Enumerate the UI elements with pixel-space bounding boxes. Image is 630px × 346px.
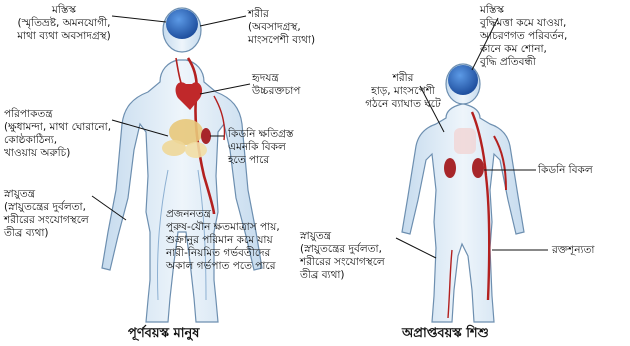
child-caption: অপ্রাপ্তবয়স্ক শিশু	[402, 324, 489, 345]
child-kidney-label: কিডনি বিকল	[538, 164, 628, 177]
adult-kidney	[201, 128, 211, 144]
adult-nerves-label: স্নায়ুতন্ত্র (স্নায়ুতন্ত্রের দুর্বলতা,…	[4, 188, 124, 240]
child-body-label: শরীর হাড়, মাংসপেশী গঠনে ব্যাঘাত ঘটে	[348, 72, 458, 111]
adult-digestive-label: পরিপাকতন্ত্র (ক্ষুধামন্দা, মাথা ঘোরানো, …	[4, 108, 128, 160]
adult-brain	[166, 9, 198, 39]
child-kidney	[444, 158, 456, 178]
adult-brain-label: মস্তিস্ক (স্মৃতিভ্রষ্ট, অমনযোগী, মাথা ব্…	[4, 4, 124, 43]
adult-body-leader	[200, 16, 246, 26]
adult-body-label: শরীর (অবসাদগ্রস্থ, মাংসপেশী ব্যথা)	[248, 8, 368, 47]
child-kidney-2	[472, 158, 484, 178]
adult-heart-label: হৃদযন্ত্র উচ্চরক্তচাপ	[252, 72, 352, 98]
adult-kidney-label: কিডনি ক্ষতিগ্রস্ত এমনকি বিকল হতে পারে	[228, 128, 338, 167]
adult-caption: পূর্ণবয়স্ক মানুষ	[128, 324, 199, 345]
child-anemia-label: রক্তশূন্যতা	[552, 244, 628, 257]
adult-digestive-organ-2	[162, 140, 186, 156]
child-ribcage	[454, 128, 476, 154]
adult-digestive-organ-3	[185, 142, 207, 158]
child-brain-label: মস্তিস্ক বুদ্ধিমত্তা কমে যাওয়া, আচরণগত …	[480, 4, 628, 69]
child-nerves-label: স্নায়ুতন্ত্র (স্নায়ুতন্ত্রের দুর্বলতা,…	[300, 230, 420, 282]
